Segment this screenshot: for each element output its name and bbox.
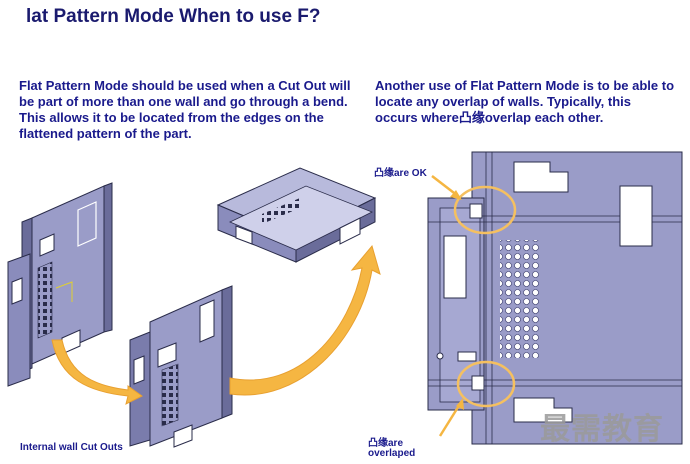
flattened-part-right bbox=[427, 151, 683, 445]
right-paragraph: Another use of Flat Pattern Mode is to b… bbox=[375, 78, 675, 125]
watermark-logo: 最需教育 bbox=[540, 412, 664, 447]
pointer-arrow-overlap bbox=[438, 398, 464, 437]
caption-flanges-ok: 凸缘are OK bbox=[374, 168, 427, 179]
flat-pattern-left bbox=[7, 182, 113, 387]
arrow-left-to-middle bbox=[51, 339, 143, 405]
highlight-circle-overlap bbox=[456, 360, 516, 408]
highlight-circle-ok bbox=[453, 185, 517, 235]
caption-internal-cutouts: Internal wall Cut Outs bbox=[20, 442, 123, 453]
flat-pattern-middle bbox=[129, 285, 233, 448]
left-paragraph: Flat Pattern Mode should be used when a … bbox=[19, 78, 351, 141]
caption-flanges-are: 凸缘are bbox=[368, 438, 404, 449]
caption-overlaped: overlaped bbox=[368, 448, 416, 459]
slide-title: lat Pattern Mode When to use F? bbox=[26, 6, 321, 27]
pointer-arrow-ok bbox=[431, 175, 462, 200]
folded-box-3d bbox=[216, 167, 377, 263]
arrow-middle-to-box bbox=[229, 244, 381, 396]
